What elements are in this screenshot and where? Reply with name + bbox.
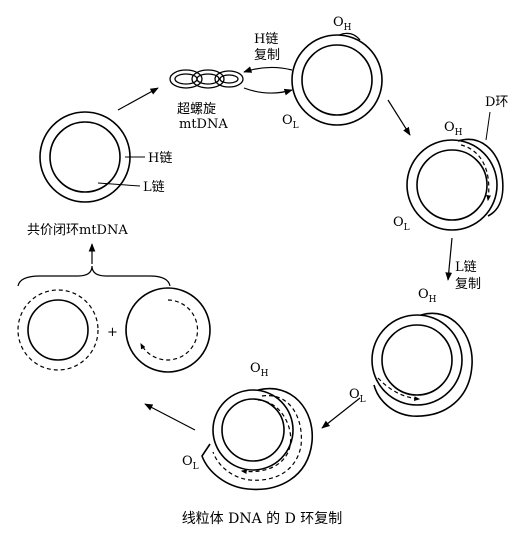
l-strand-pointer: [97, 182, 141, 187]
l-copy-label-line2: 复制: [455, 277, 481, 292]
h-strand-label: H链: [148, 151, 172, 166]
arrow-to-d-loop: [387, 99, 411, 136]
oh-label-4: OH: [250, 361, 269, 379]
ol-label-3: OL: [349, 387, 366, 405]
daughter-2-inner-dashed: [140, 299, 199, 361]
l-synthesis-stage: [371, 312, 473, 417]
arrow-to-supercoil: [117, 87, 159, 111]
daughter-1-outer-dashed: [17, 289, 99, 371]
new-h-strand-dashed: [460, 144, 492, 202]
covalent-outer-ring: [39, 111, 131, 203]
ol-label-4: OL: [182, 454, 199, 472]
daughter-2-outer: [125, 287, 211, 373]
arrow-l-copy: [445, 237, 453, 281]
arrow-to-late-stage: [321, 397, 361, 429]
ol-label-2: OL: [393, 215, 410, 233]
covalent-circle-label: 共价闭环mtDNA: [27, 223, 128, 238]
grouping-brace: [17, 265, 171, 287]
daughter-1-inner: [27, 299, 89, 361]
supercoil-label-line2: mtDNA: [179, 117, 228, 132]
figure-caption: 线粒体 DNA 的 D 环复制: [182, 510, 343, 527]
arrow-to-daughters: [144, 403, 196, 431]
daughter-molecules: [17, 287, 211, 373]
supercoil-icon: [169, 69, 244, 89]
plus-sign: +: [107, 325, 118, 340]
arrow-back-to-supercoil: [243, 66, 293, 73]
d-loop-label: D环: [485, 95, 508, 110]
oh-label-2: OH: [444, 120, 463, 138]
oh-label-1: OH: [333, 15, 352, 33]
covalent-circle-stage: [39, 111, 145, 203]
h-copy-label-line2: 复制: [254, 48, 280, 63]
h-copy-label-line1: H链: [254, 32, 278, 47]
oh-label-3: OH: [418, 287, 437, 305]
origin-circle-stage: [291, 32, 383, 126]
displaced-h-strand: [457, 138, 504, 217]
d-loop-pointer: [485, 111, 491, 141]
supercoil-label-line1: 超螺旋: [177, 102, 216, 117]
ol-label-1: OL: [282, 113, 299, 131]
arrow-to-open-circle: [243, 87, 293, 96]
l-strand-label: L链: [143, 180, 165, 195]
covalent-inner-ring: [49, 121, 121, 193]
d-loop-stage: [406, 111, 504, 231]
l-copy-label-line1: L链: [455, 260, 477, 275]
late-replication-stage: [201, 387, 313, 491]
